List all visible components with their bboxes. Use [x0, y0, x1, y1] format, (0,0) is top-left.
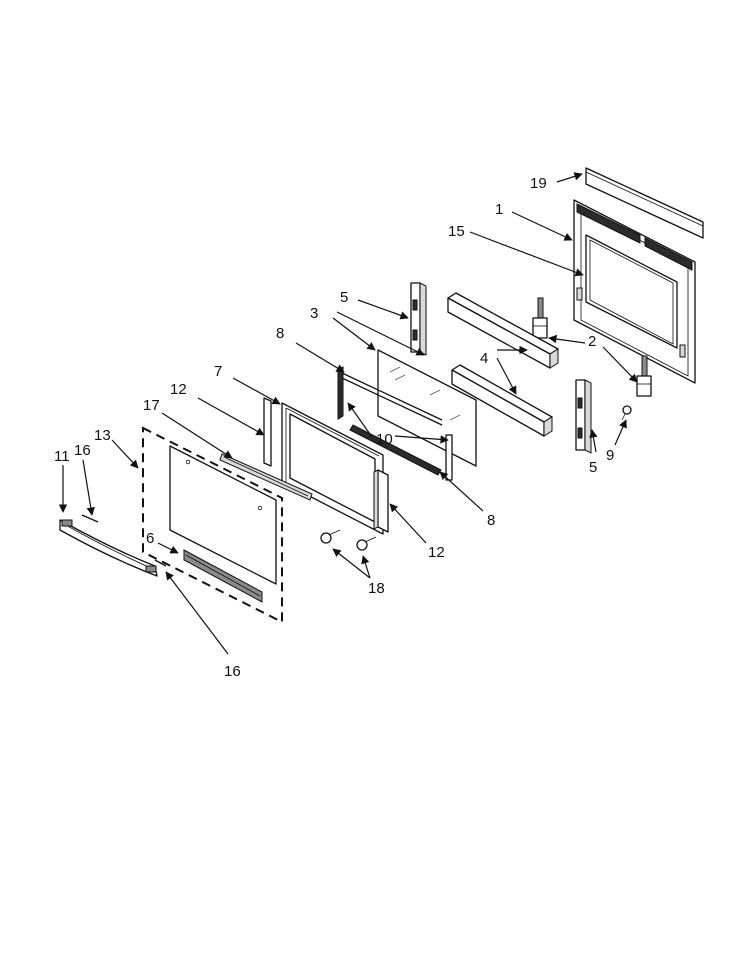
- part-side-trim-left: [264, 398, 271, 466]
- callout-1: 1: [495, 201, 503, 218]
- part-retainer-vertical: [338, 367, 343, 419]
- callout-13: 13: [94, 427, 111, 444]
- callout-2: 2: [588, 333, 596, 350]
- callout-16-upper: 16: [74, 442, 91, 459]
- part-hinge-upper: [533, 298, 547, 338]
- callout-6: 6: [146, 530, 154, 547]
- callout-19: 19: [530, 175, 547, 192]
- callout-12-left: 12: [170, 381, 187, 398]
- callout-4: 4: [480, 350, 488, 367]
- callout-18: 18: [368, 580, 385, 597]
- part-side-bracket-lower: [576, 380, 591, 453]
- part-door-front-panel: [170, 446, 276, 584]
- part-hinge-screw-left: [321, 530, 340, 543]
- callout-3: 3: [310, 305, 318, 322]
- part-hinge-screw-right: [357, 537, 376, 550]
- part-outer-door-panel: [574, 200, 695, 383]
- part-side-trim-right: [374, 470, 388, 532]
- callout-9: 9: [606, 447, 614, 464]
- leader-lines: [63, 174, 637, 654]
- part-retainer-post: [446, 435, 452, 480]
- callout-11: 11: [54, 448, 70, 465]
- callout-5-lower: 5: [589, 459, 597, 476]
- part-side-bracket-upper: [411, 283, 426, 355]
- part-screw: [622, 406, 631, 420]
- callout-12-right: 12: [428, 544, 445, 561]
- callout-17: 17: [143, 397, 160, 414]
- part-pin-upper: [82, 515, 98, 522]
- callout-8-upper: 8: [276, 325, 284, 342]
- part-inner-door-frame: [282, 403, 383, 534]
- callout-10: 10: [376, 431, 393, 448]
- callout-15: 15: [448, 223, 465, 240]
- callout-5-upper: 5: [340, 289, 348, 306]
- callout-8-lower: 8: [487, 512, 495, 529]
- part-hinge-lower: [637, 356, 651, 396]
- callout-16-lower: 16: [224, 663, 241, 680]
- callout-7: 7: [214, 363, 222, 380]
